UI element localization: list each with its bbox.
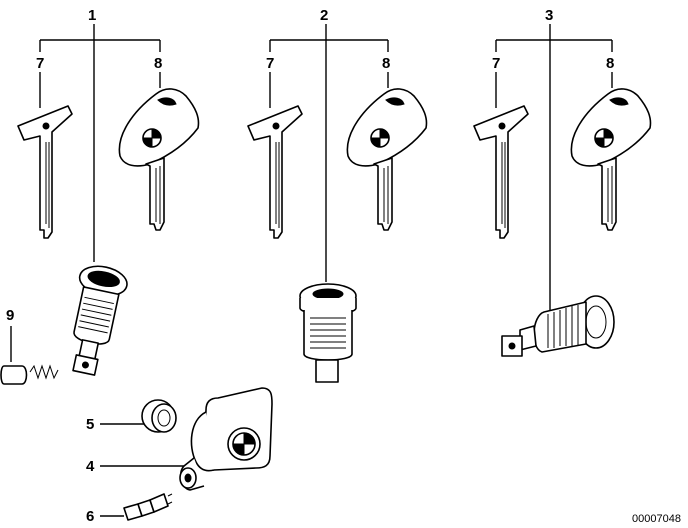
callout-7-set2: 7: [266, 55, 274, 72]
callout-3: 3: [545, 7, 553, 24]
callout-2: 2: [320, 7, 328, 24]
callout-4: 4: [86, 458, 95, 475]
callout-6: 6: [86, 508, 94, 525]
callout-1: 1: [88, 7, 96, 24]
lock-cylinder-2: [299, 283, 357, 383]
master-key-set2: [346, 88, 428, 231]
bulb-part: [123, 493, 173, 521]
callout-7-set3: 7: [492, 55, 500, 72]
grommet-part: [141, 399, 177, 433]
master-key-set1: [118, 88, 200, 231]
blank-key-set3: [473, 105, 529, 239]
blank-key-set1: [17, 105, 73, 239]
callout-8-set3: 8: [606, 55, 614, 72]
callout-7-set1: 7: [36, 55, 44, 72]
spring-pin-part: [0, 364, 59, 385]
master-key-set3: [570, 88, 652, 231]
callout-8-set1: 8: [154, 55, 162, 72]
leader-lines: [10, 24, 613, 517]
lock-housing-part: [179, 387, 273, 491]
callout-5: 5: [86, 416, 94, 433]
blank-key-set2: [247, 105, 303, 239]
lock-cylinder-3: [501, 295, 615, 357]
callout-9: 9: [6, 307, 14, 324]
callout-8-set2: 8: [382, 55, 390, 72]
reference-number: 00007048: [632, 513, 681, 525]
lock-cylinder-1: [72, 265, 128, 376]
